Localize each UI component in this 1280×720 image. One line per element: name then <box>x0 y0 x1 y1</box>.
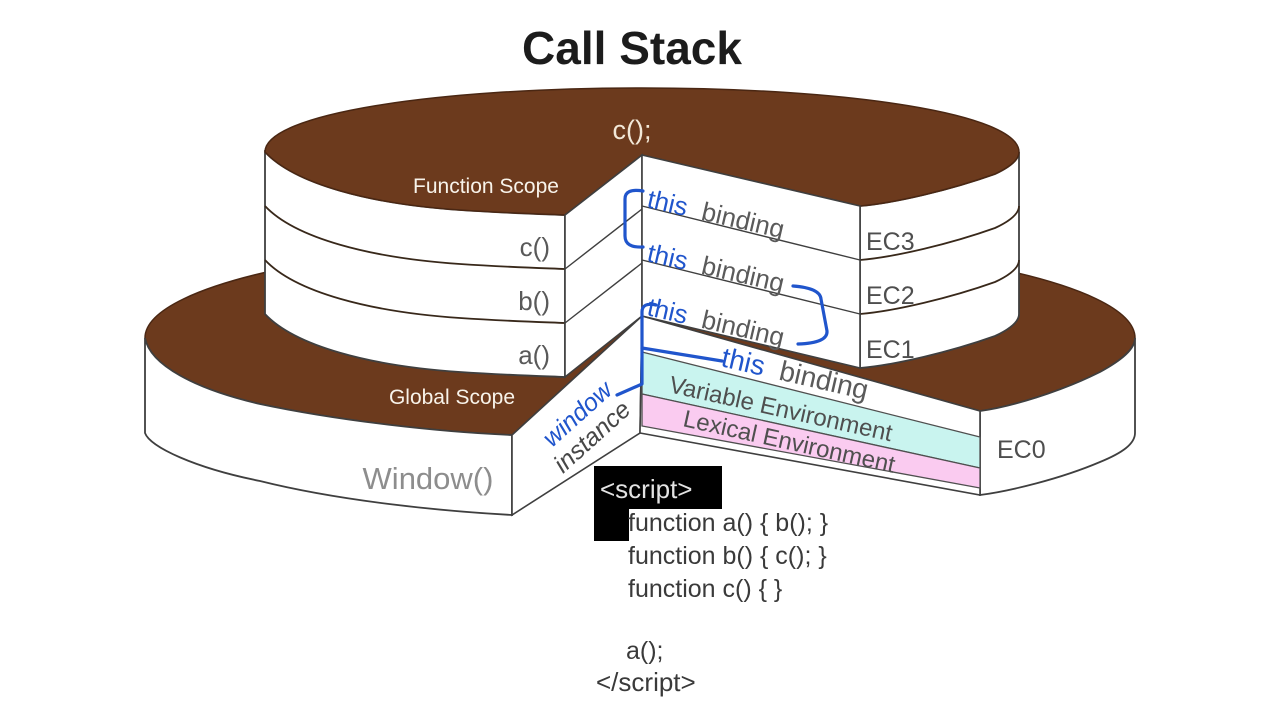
frame-label-c: c() <box>520 232 550 262</box>
frame-label-a: a() <box>518 340 550 370</box>
window-object-label: Window() <box>363 461 494 496</box>
ec0-label: EC0 <box>997 436 1046 464</box>
ec0-binding-connector-line <box>640 346 724 363</box>
script-open-tag: <script> <box>600 474 693 504</box>
script-tag-highlight-tail <box>594 509 629 541</box>
binding-bracket-ec2-ec1 <box>791 284 829 346</box>
page-title: Call Stack <box>522 22 742 74</box>
frame-separator-arc <box>859 259 1020 315</box>
frame-label-b: b() <box>518 286 550 316</box>
function-scope-label: Function Scope <box>413 175 559 198</box>
ec3-label: EC3 <box>866 228 915 256</box>
frame-separator-arc <box>264 205 566 270</box>
code-call-line: a(); <box>626 637 664 665</box>
global-scope-label: Global Scope <box>389 386 515 409</box>
code-line-2: function b() { c(); } <box>628 542 827 570</box>
frame-separator-arc <box>859 205 1020 261</box>
frame-separator-arc <box>264 259 566 324</box>
global-scope-right-side <box>979 337 1136 497</box>
code-line-3: function c() { } <box>628 575 782 603</box>
ec1-label: EC1 <box>866 336 915 364</box>
stack-top-call-label: c(); <box>613 115 652 145</box>
cut-face-line <box>564 208 643 270</box>
script-tag-highlight <box>594 466 722 509</box>
cut-face-line <box>641 205 861 261</box>
code-line-1: function a() { b(); } <box>628 509 828 537</box>
upper-right-cut-face <box>641 153 861 370</box>
function-scope-top-surface <box>264 87 1020 216</box>
lexical-environment-band <box>641 393 981 489</box>
binding-bracket-ec3-ec2 <box>623 188 645 249</box>
ec2-label: EC2 <box>866 282 915 310</box>
script-close-tag: </script> <box>596 667 696 697</box>
cut-face-line <box>564 262 643 324</box>
window-connector-line <box>615 302 658 397</box>
